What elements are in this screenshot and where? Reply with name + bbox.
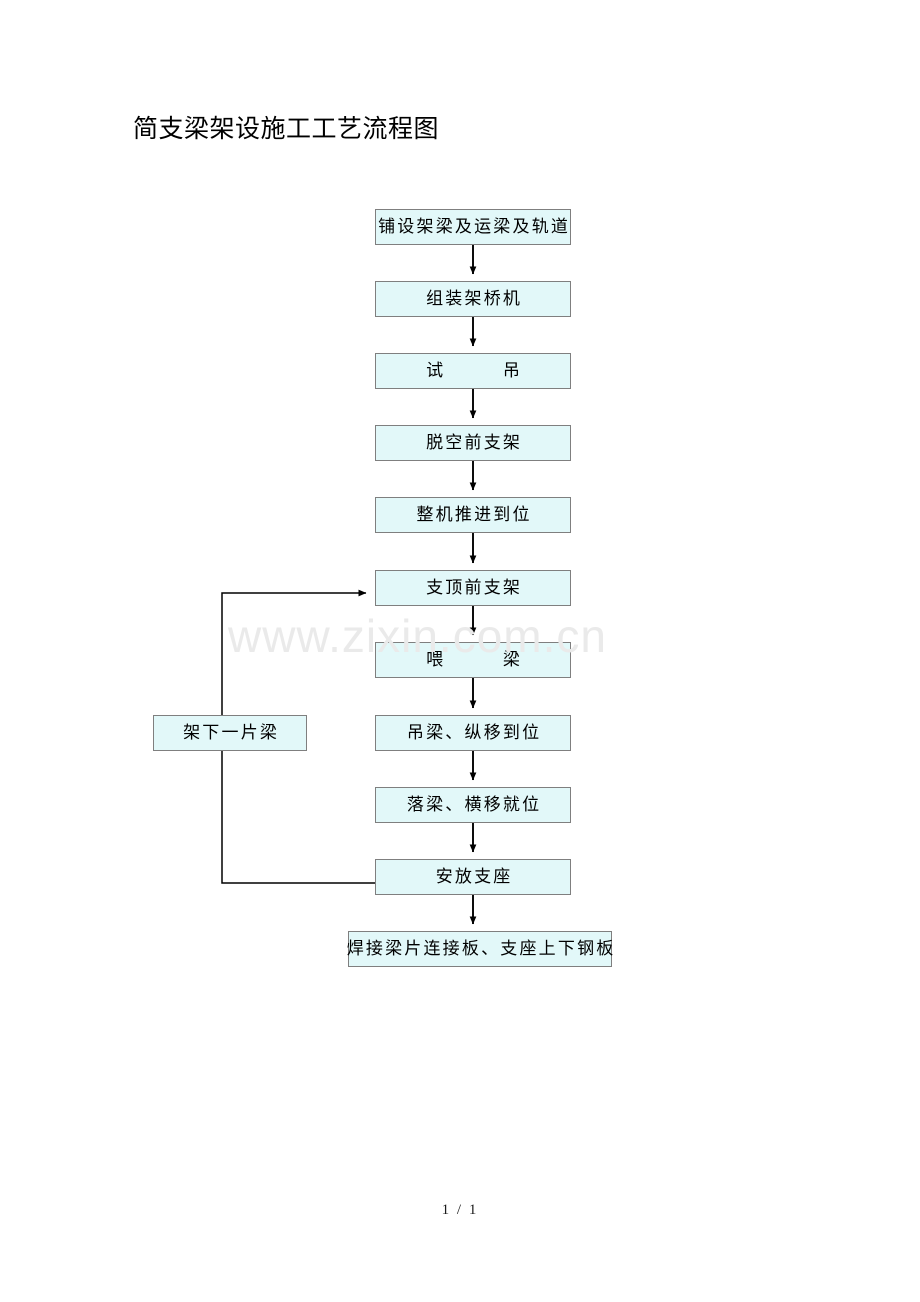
flow-node-label: 脱空前支架 (426, 433, 523, 452)
flow-node-lift-and-longitudinal-move[interactable]: 吊梁、纵移到位 (375, 715, 571, 751)
flow-node-label: 架下一片梁 (183, 723, 280, 742)
flow-node-label: 焊接梁片连接板、支座上下钢板 (346, 939, 616, 958)
flow-node-feed-beam[interactable]: 喂 梁 (375, 642, 571, 678)
flow-node-machine-advance-in-place[interactable]: 整机推进到位 (375, 497, 571, 533)
flow-node-laying-track[interactable]: 铺设架梁及运梁及轨道 (375, 209, 571, 245)
page-title: 简支梁架设施工工艺流程图 (133, 115, 440, 143)
flow-node-label: 落梁、横移就位 (406, 795, 542, 814)
flow-node-release-front-support[interactable]: 脱空前支架 (375, 425, 571, 461)
flow-node-label: 整机推进到位 (416, 505, 532, 524)
flow-node-label: 安放支座 (435, 867, 513, 886)
flow-node-label: 吊梁、纵移到位 (406, 723, 542, 742)
flow-node-trial-lift[interactable]: 试 吊 (375, 353, 571, 389)
flow-node-lower-and-transverse-move[interactable]: 落梁、横移就位 (375, 787, 571, 823)
flow-node-label: 铺设架梁及运梁及轨道 (378, 217, 571, 236)
flow-node-next-beam-segment[interactable]: 架下一片梁 (153, 715, 307, 751)
flow-node-assemble-bridge-machine[interactable]: 组装架桥机 (375, 281, 571, 317)
flow-node-place-bearing[interactable]: 安放支座 (375, 859, 571, 895)
flow-node-label: 支顶前支架 (426, 578, 523, 597)
flow-node-jack-front-support[interactable]: 支顶前支架 (375, 570, 571, 606)
page-footer: 1 / 1 (441, 1202, 479, 1218)
flow-node-label: 组装架桥机 (426, 289, 523, 308)
flow-node-label: 试 吊 (426, 361, 523, 380)
flow-node-weld-connection-plates[interactable]: 焊接梁片连接板、支座上下钢板 (347, 931, 613, 967)
flow-node-label: 喂 梁 (426, 650, 523, 669)
